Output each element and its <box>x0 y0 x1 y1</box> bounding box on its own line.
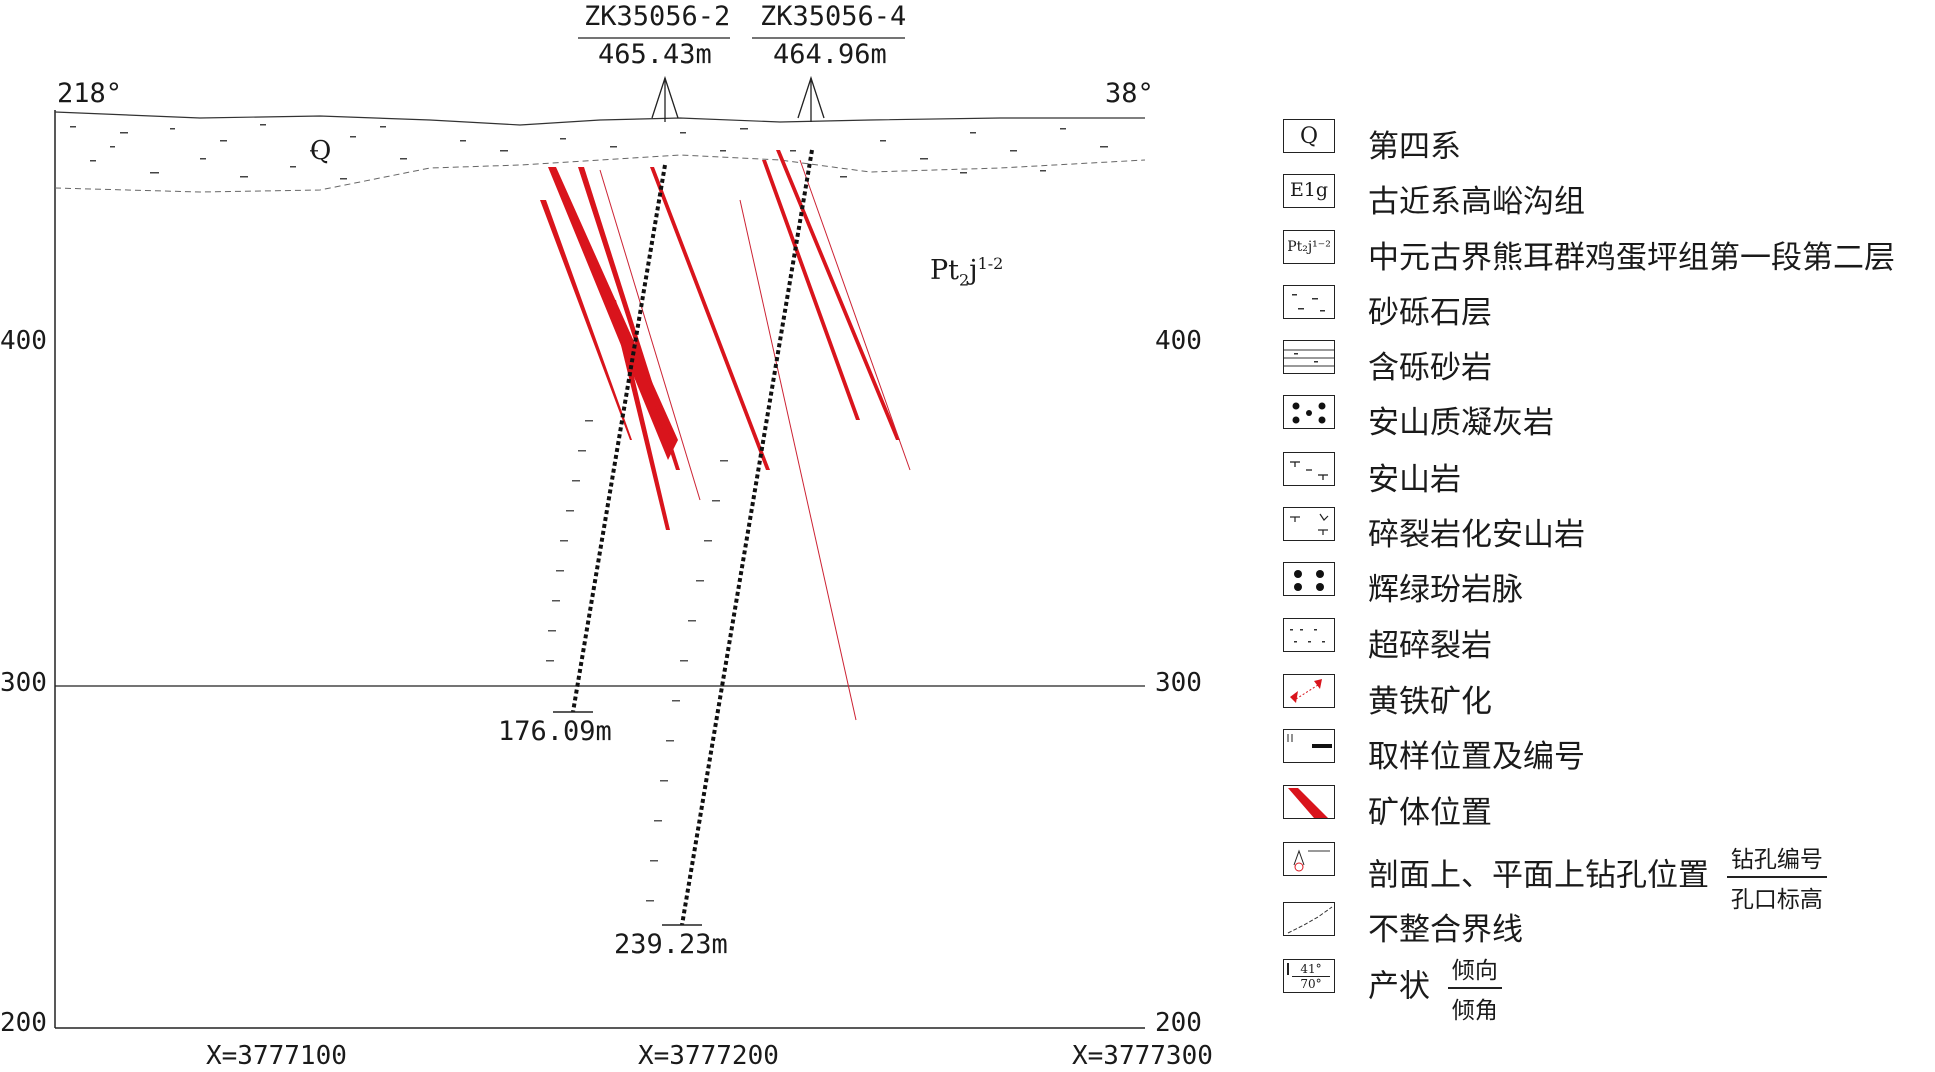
legend-item-pyritization: 黄铁矿化 <box>1283 670 1923 720</box>
borehole-elev-zk35056-2: 465.43m <box>598 39 712 70</box>
ore-traces <box>599 159 911 721</box>
cataclastic-andesite-symbol-icon <box>1283 507 1335 541</box>
elev-right-400: 400 <box>1155 326 1202 356</box>
legend-item-attitude: 41° 70° 产状 倾向倾角 <box>1283 955 1923 1024</box>
sample-symbol-icon <box>1283 729 1335 763</box>
legend-label: 产状 倾向倾角 <box>1368 951 1502 1025</box>
orebody-6 <box>776 150 900 440</box>
elev-left-200: 200 <box>0 1008 47 1038</box>
terrain-surface <box>54 111 1145 126</box>
legend-item-pt2j: Pt₂j¹⁻² 中元古界熊耳群鸡蛋坪组第一段第二层 <box>1283 226 1923 276</box>
legend-item-ultracataclasite: 超碎裂岩 <box>1283 614 1923 664</box>
e1g-symbol-icon: E1g <box>1283 174 1335 208</box>
drillhole-symbol-icon <box>1283 842 1335 876</box>
andesite-symbol-icon <box>1283 452 1335 486</box>
orebody-2 <box>578 167 680 470</box>
legend-item-andesite: 安山岩 <box>1283 448 1923 498</box>
legend-item-andesitic-tuff: 安山质凝灰岩 <box>1283 391 1923 441</box>
pt-symbol-icon: Pt₂j¹⁻² <box>1283 230 1335 264</box>
coord-x-100: X=3777100 <box>206 1041 347 1071</box>
ultracataclasite-symbol-icon <box>1283 618 1335 652</box>
legend-label: 古近系高峪沟组 <box>1368 184 1585 220</box>
coord-x-300: X=3777300 <box>1072 1041 1213 1071</box>
legend-item-sample: 取样位置及编号 <box>1283 725 1923 775</box>
pyritization-symbol-icon <box>1283 674 1335 708</box>
legend-label: 取样位置及编号 <box>1368 739 1585 775</box>
formation-label: Pt2j1-2 <box>930 254 1004 290</box>
conglomerate-symbol-icon <box>1283 340 1335 374</box>
geological-cross-section <box>54 37 1146 1029</box>
legend-label: 安山岩 <box>1368 462 1461 498</box>
unconformity-symbol-icon <box>1283 902 1335 936</box>
andesitic-tuff-symbol-icon <box>1283 395 1335 429</box>
elev-right-200: 200 <box>1155 1008 1202 1038</box>
borehole-elev-zk35056-4: 464.96m <box>773 39 887 70</box>
hole-depth-zk35056-2: 176.09m <box>498 716 612 747</box>
orientation-right: 38° <box>1105 78 1154 109</box>
attitude-symbol-icon: 41° 70° <box>1283 959 1335 993</box>
orebody-7 <box>762 160 860 420</box>
orebody-1 <box>548 167 678 460</box>
orebody-5 <box>650 167 770 470</box>
legend-item-unconformity: 不整合界线 <box>1283 898 1923 948</box>
legend-item-e1g: E1g 古近系高峪沟组 <box>1283 170 1923 220</box>
drillhole-zk35056-4 <box>680 149 814 926</box>
legend-item-drillhole: 剖面上、平面上钻孔位置 钻孔编号孔口标高 <box>1283 838 1923 913</box>
ore-bodies <box>540 150 900 530</box>
legend-item-quaternary: Q 第四系 <box>1283 115 1923 165</box>
quaternary-cover <box>70 124 1108 180</box>
orientation-left: 218° <box>57 78 123 109</box>
borehole-id-zk35056-2: ZK35056-2 <box>584 1 731 32</box>
legend-item-cataclastic-andesite: 碎裂岩化安山岩 <box>1283 503 1923 553</box>
q-symbol-icon: Q <box>1283 119 1335 153</box>
legend-label: 中元古界熊耳群鸡蛋坪组第一段第二层 <box>1368 240 1895 276</box>
drillhole-zk35056-2 <box>571 164 667 713</box>
legend-label: 碎裂岩化安山岩 <box>1368 517 1585 553</box>
coord-x-200: X=3777200 <box>638 1041 779 1071</box>
diabase-symbol-icon <box>1283 562 1335 596</box>
legend-label: 第四系 <box>1368 129 1461 165</box>
legend-label: 矿体位置 <box>1368 795 1492 831</box>
legend-label: 剖面上、平面上钻孔位置 钻孔编号孔口标高 <box>1368 840 1827 914</box>
legend-item-orebody: 矿体位置 <box>1283 781 1923 831</box>
elev-left-400: 400 <box>0 326 47 356</box>
legend-item-gravel: 砂砾石层 <box>1283 281 1923 331</box>
orebody-3 <box>540 200 632 440</box>
legend-label: 安山质凝灰岩 <box>1368 405 1554 441</box>
legend-label: 黄铁矿化 <box>1368 684 1492 720</box>
legend-label: 砂砾石层 <box>1368 295 1492 331</box>
legend-label: 含砾砂岩 <box>1368 350 1492 386</box>
attitude-fraction: 倾向倾角 <box>1447 951 1502 1025</box>
unconformity-line <box>54 154 1146 193</box>
collar-marker-zk35056-2 <box>578 37 730 122</box>
elev-right-300: 300 <box>1155 668 1202 698</box>
orebody-symbol-icon <box>1283 785 1335 819</box>
borehole-id-zk35056-4: ZK35056-4 <box>760 1 907 32</box>
elev-left-300: 300 <box>0 668 47 698</box>
orebody-4 <box>610 300 670 530</box>
hole-depth-zk35056-4: 239.23m <box>614 929 728 960</box>
legend-label: 不整合界线 <box>1368 912 1523 948</box>
collar-marker-zk35056-4 <box>752 37 905 122</box>
hole-lithology-marks <box>546 420 728 902</box>
quaternary-label: Q <box>310 136 332 166</box>
gravel-symbol-icon <box>1283 285 1335 319</box>
drillhole-fraction: 钻孔编号孔口标高 <box>1726 840 1827 914</box>
legend-item-conglomerate: 含砾砂岩 <box>1283 336 1923 386</box>
legend-item-diabase: 辉绿玢岩脉 <box>1283 558 1923 608</box>
legend-label: 超碎裂岩 <box>1368 628 1492 664</box>
legend-label: 辉绿玢岩脉 <box>1368 572 1523 608</box>
